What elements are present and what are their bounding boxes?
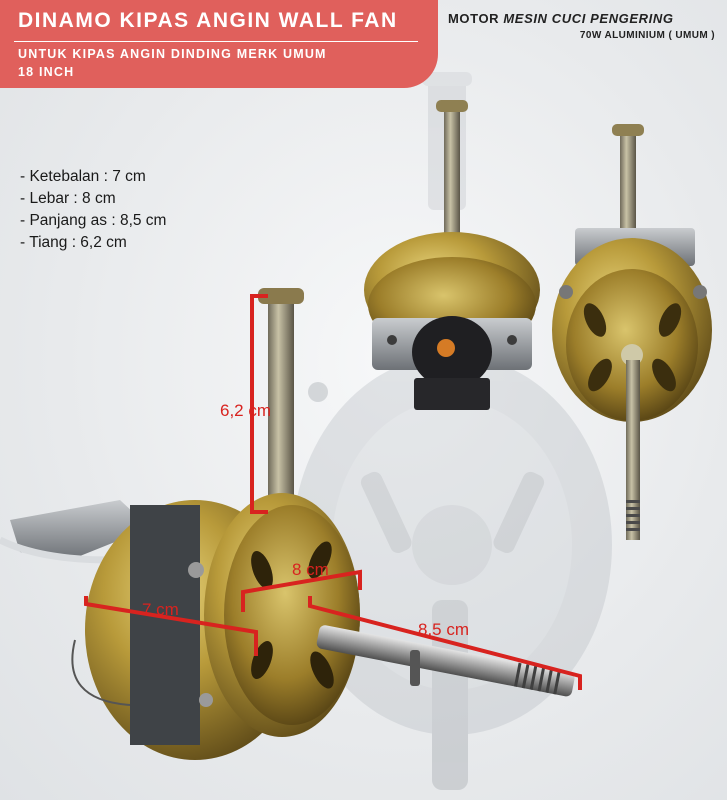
- motor-heading-italic: MESIN CUCI PENGERING: [503, 11, 674, 26]
- header-banner: DINAMO KIPAS ANGIN WALL FAN UNTUK KIPAS …: [0, 0, 438, 88]
- dim-line-lebar: [241, 569, 362, 612]
- motor-heading-prefix: MOTOR: [448, 11, 500, 26]
- spec-item: - Tiang : 6,2 cm: [20, 234, 127, 251]
- banner-size: 18 INCH: [18, 65, 75, 79]
- dim-label-lebar: 8 cm: [292, 560, 329, 579]
- spec-list: - Ketebalan : 7 cm - Lebar : 8 cm - Panj…: [20, 166, 166, 254]
- spec-item: - Ketebalan : 7 cm: [20, 168, 146, 185]
- dim-label-ketebalan: 7 cm: [142, 600, 179, 619]
- spec-item: - Lebar : 8 cm: [20, 190, 116, 207]
- motor-heading: MOTOR MESIN CUCI PENGERING: [448, 11, 674, 26]
- dim-label-panjang-as: 8,5 cm: [418, 620, 470, 639]
- dim-line-tiang: [250, 294, 268, 514]
- banner-title: DINAMO KIPAS ANGIN WALL FAN: [18, 9, 398, 32]
- dim-line-panjang-as: [308, 596, 582, 690]
- banner-divider: [14, 41, 418, 42]
- motor-top-view: [364, 100, 540, 410]
- dim-label-tiang: 6,2 cm: [220, 401, 272, 420]
- banner-subtitle: UNTUK KIPAS ANGIN DINDING MERK UMUM: [18, 47, 327, 61]
- dimension-lines: [84, 294, 582, 690]
- spec-item: - Panjang as : 8,5 cm: [20, 212, 167, 229]
- motor-dryer: [552, 124, 712, 540]
- dim-line-ketebalan: [84, 596, 258, 656]
- motor-subheading: 70W ALUMINIUM ( UMUM ): [579, 30, 715, 41]
- motor-main: [0, 288, 575, 760]
